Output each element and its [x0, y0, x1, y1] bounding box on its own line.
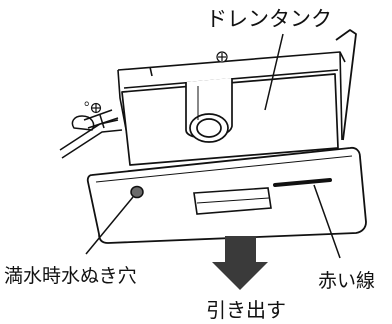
- label-pull-out: 引き出す: [206, 298, 286, 322]
- left-bracket: [59, 109, 123, 159]
- drain-tank: [121, 73, 339, 166]
- label-side-fragment: 。: [84, 93, 98, 109]
- red-line-mark: [273, 178, 332, 187]
- label-drain-tank: ドレンタンク: [206, 7, 332, 31]
- leader-drain-tank: [264, 33, 284, 111]
- full-water-drain-hole: [130, 185, 144, 199]
- pull-out-arrow: [212, 236, 268, 290]
- leader-drain-hole: [85, 196, 134, 255]
- leader-lines: [85, 33, 341, 259]
- screw-icon: [90, 102, 102, 114]
- label-red-line: 赤い線: [318, 270, 375, 292]
- label-full-water-drain-hole: 満水時水ぬき穴: [4, 265, 137, 287]
- handle-recess: [193, 187, 272, 215]
- leader-red-line: [313, 184, 341, 259]
- screw-icon: [216, 51, 228, 63]
